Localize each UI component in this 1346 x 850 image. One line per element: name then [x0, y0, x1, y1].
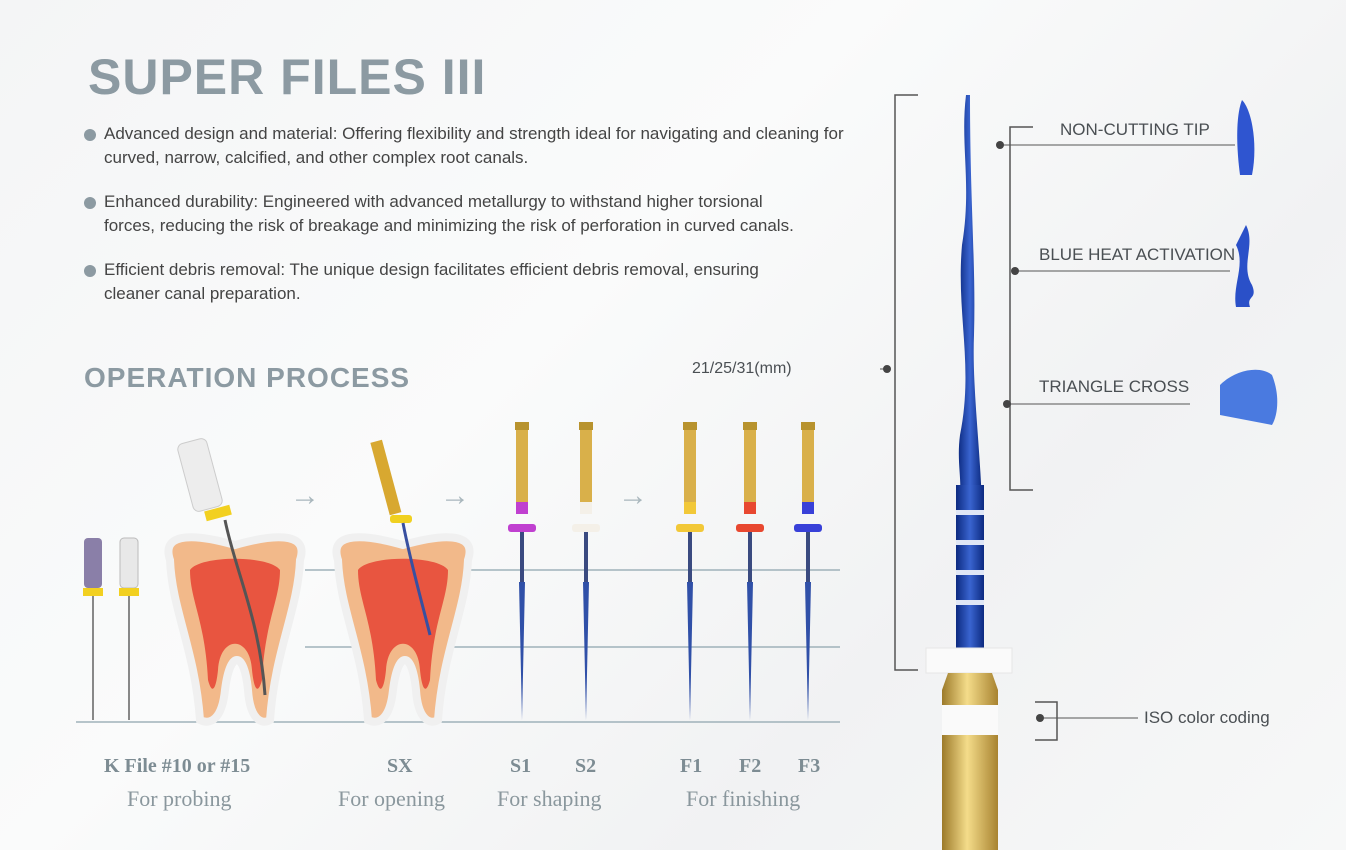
stage-label-f3: F3 — [798, 755, 821, 777]
bullet-icon — [84, 129, 96, 141]
feature-text: Advanced design and material: Offering f… — [104, 124, 844, 167]
file-flute — [958, 95, 982, 505]
tooth-illustration — [332, 439, 474, 726]
rotary-file-s2 — [572, 422, 600, 720]
arrow-icon: → — [618, 479, 648, 512]
feature-text: Efficient debris removal: The unique des… — [104, 260, 759, 303]
stage-sub-probing: For probing — [127, 786, 232, 811]
stage-label-sx: SX — [387, 755, 413, 777]
file-detail-diagram — [880, 94, 1278, 850]
iso-bracket — [1035, 701, 1058, 741]
feature-item: Efficient debris removal: The unique des… — [84, 258, 814, 306]
bullet-icon — [84, 197, 96, 209]
stopper — [925, 647, 1013, 674]
stage-label-f2: F2 — [739, 755, 762, 777]
stage-label-kfile: K File #10 or #15 — [104, 755, 251, 777]
feature-item: Enhanced durability: Engineered with adv… — [84, 190, 804, 238]
stage-label-s1: S1 — [510, 755, 532, 777]
tooth-illustration — [164, 438, 306, 726]
callout-tip: NON-CUTTING TIP — [1060, 120, 1210, 139]
feature-item: Advanced design and material: Offering f… — [84, 122, 844, 170]
stage-label-s2: S2 — [575, 755, 597, 777]
file-shaft — [956, 485, 984, 650]
heat-detail-icon — [1235, 225, 1254, 307]
stage-label-f1: F1 — [680, 755, 703, 777]
triangle-cross-icon — [1220, 369, 1278, 425]
iso-ring — [942, 705, 998, 735]
length-bracket — [894, 94, 918, 671]
rotary-file-f2 — [736, 422, 764, 720]
k-file-white — [119, 537, 139, 720]
callout-iso: ISO color coding — [1144, 708, 1270, 727]
process-illustration: → → → — [76, 422, 840, 726]
page-title: SUPER FILES III — [88, 49, 487, 105]
arrow-icon: → — [290, 479, 320, 512]
k-file-purple — [83, 538, 103, 720]
operation-title: OPERATION PROCESS — [84, 362, 411, 393]
bullet-icon — [84, 265, 96, 277]
callout-heat: BLUE HEAT ACTIVATION — [1039, 245, 1236, 264]
rotary-file-f1 — [676, 422, 704, 720]
arrow-icon: → — [440, 479, 470, 512]
stage-sub-opening: For opening — [338, 786, 445, 811]
handle — [942, 673, 998, 850]
callout-length: 21/25/31(mm) — [692, 360, 792, 377]
rotary-file-s1 — [508, 422, 536, 720]
stage-sub-finishing: For finishing — [686, 786, 801, 811]
tip-detail-icon — [1237, 100, 1255, 175]
feature-text: Enhanced durability: Engineered with adv… — [104, 192, 794, 235]
stage-sub-shaping: For shaping — [497, 786, 602, 811]
rotary-file-f3 — [794, 422, 822, 720]
callout-cross: TRIANGLE CROSS — [1039, 377, 1190, 396]
feature-bracket — [1009, 126, 1033, 491]
feature-list: Advanced design and material: Offering f… — [84, 122, 844, 326]
